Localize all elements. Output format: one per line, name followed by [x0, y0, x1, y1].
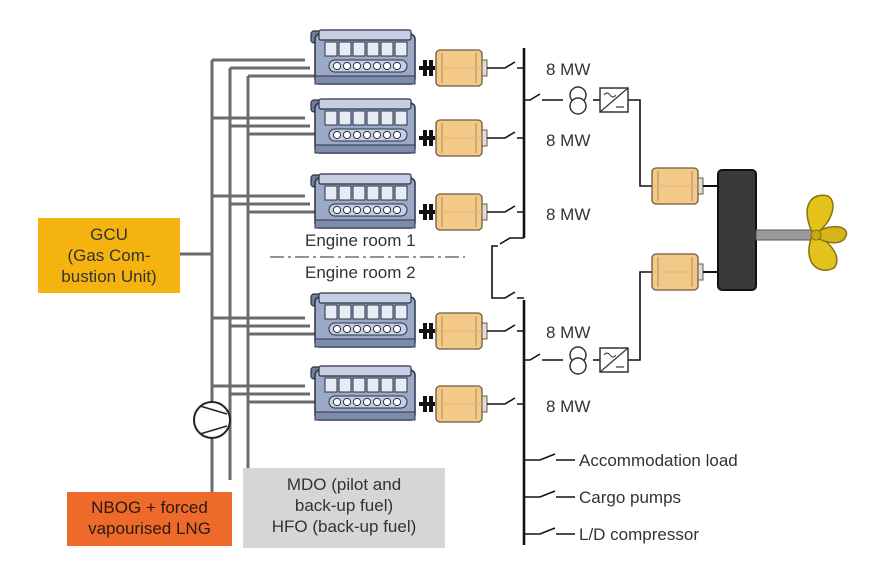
load-label-accommodation: Accommodation load [579, 451, 738, 470]
power-label: 8 MW [546, 323, 590, 342]
load-feeders [524, 453, 575, 535]
generator-icon [435, 119, 488, 157]
generator-icon [435, 193, 488, 231]
coupling-icon [417, 58, 437, 78]
power-label: 8 MW [546, 397, 590, 416]
diesel-engine-icon [310, 98, 416, 154]
bus-tie-breaker [491, 237, 524, 299]
power-label: 8 MW [546, 205, 590, 224]
frequency-converter-icon [599, 87, 629, 113]
coupling-icon [417, 202, 437, 222]
propulsion-branch-upper [524, 93, 652, 187]
coupling-icon [417, 321, 437, 341]
nbog-line: vapourised LNG [88, 519, 211, 538]
fuel-line: back-up fuel) [294, 496, 394, 515]
propulsion-branch-lower [524, 271, 652, 361]
fuel-box: MDO (pilot and back-up fuel) HFO (back-u… [243, 468, 445, 548]
generator-icon [435, 385, 488, 423]
gcu-line: (Gas Com- [67, 246, 151, 265]
gcu-line: GCU [90, 225, 128, 244]
power-label: 8 MW [546, 131, 590, 150]
propulsion-motor-icon [651, 253, 704, 291]
coupling-icon [417, 128, 437, 148]
diesel-engine-icon [310, 173, 416, 229]
nbog-line: NBOG + forced [91, 498, 208, 517]
generator-icon [435, 312, 488, 350]
diesel-engine-icon [310, 365, 416, 421]
fuel-line: MDO (pilot and [286, 475, 402, 494]
compressor-icon [193, 401, 231, 494]
nbog-box: NBOG + forced vapourised LNG [67, 492, 232, 546]
engine-room-2-label: Engine room 2 [305, 263, 416, 282]
fuel-line: HFO (back-up fuel) [271, 517, 417, 536]
gcu-line: bustion Unit) [61, 267, 157, 286]
generator-icon [435, 49, 488, 87]
propeller-icon [755, 194, 848, 271]
generator-breakers [487, 61, 524, 405]
gearbox-icon [717, 169, 757, 291]
load-label-cargo-pumps: Cargo pumps [579, 488, 681, 507]
fuel-supply-lines [180, 58, 318, 480]
motor-shafts [703, 185, 718, 273]
propulsion-motor-icon [651, 167, 704, 205]
transformer-icon [569, 86, 587, 115]
coupling-icon [417, 394, 437, 414]
transformer-icon [569, 346, 587, 375]
power-label: 8 MW [546, 60, 590, 79]
diesel-engine-icon [310, 292, 416, 348]
diesel-engine-icon [310, 29, 416, 85]
load-label-ld-compressor: L/D compressor [579, 525, 699, 544]
engine-room-1-label: Engine room 1 [305, 231, 416, 250]
frequency-converter-icon [599, 347, 629, 373]
gcu-box: GCU (Gas Com- bustion Unit) [38, 218, 180, 293]
